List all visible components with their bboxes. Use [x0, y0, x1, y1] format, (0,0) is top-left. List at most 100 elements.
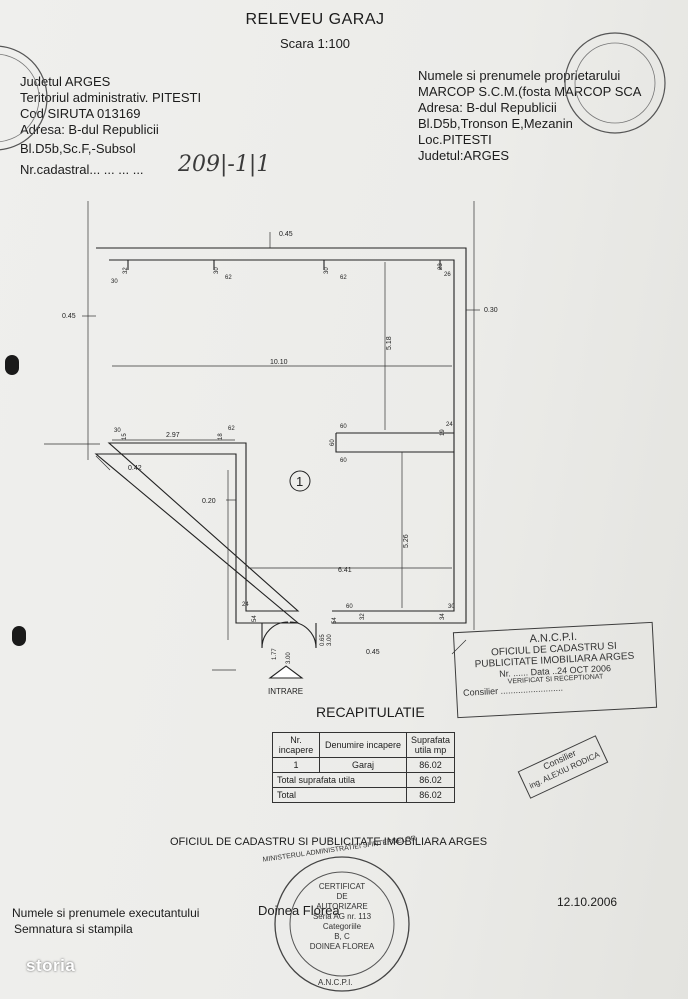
dim-width-upper: 10.10 — [270, 359, 288, 366]
dimension-lines — [44, 201, 480, 671]
dim-inner-wall: 0.20 — [202, 498, 216, 505]
dim-label: 30 — [448, 604, 455, 610]
document-title: RELEVEU GARAJ — [245, 11, 385, 28]
entrance-label: INTRARE — [268, 687, 303, 696]
binder-hole — [12, 626, 26, 646]
entrance-door — [261, 621, 317, 649]
dim-label: 54 — [252, 615, 258, 622]
dim-label: 19 — [440, 429, 446, 436]
dim-label: 26 — [444, 272, 451, 278]
dim-label: 60 — [340, 458, 347, 464]
dim-label: 30 — [324, 267, 330, 274]
dim-label: 18 — [218, 433, 224, 440]
dim-label: 62 — [225, 275, 232, 281]
stamp-line: Seria AG nr. 113 — [312, 912, 372, 921]
dim-lower-left: 2.97 — [166, 432, 180, 439]
total-label: Total — [272, 787, 407, 803]
dim-left-wall: 0.45 — [62, 313, 76, 320]
dim-height-upper: 5.18 — [386, 336, 393, 350]
col-nr: Nr. incapere — [272, 732, 320, 758]
stamp-line: DE — [336, 892, 348, 901]
dim-door-c: 0.65 — [320, 634, 326, 646]
dim-label: 34 — [440, 613, 446, 620]
office-label: OFICIUL DE CADASTRU SI PUBLICITATE IMOBI… — [170, 836, 488, 848]
address-line: Adresa: B-dul Republicii — [20, 122, 159, 137]
block-line: Bl.D5b,Sc.F,-Subsol — [20, 141, 136, 156]
total-util-value: 86.02 — [405, 772, 456, 788]
owner-county: Judetul:ARGES — [418, 148, 510, 163]
dim-right-wall: 0.30 — [484, 307, 498, 314]
dim-door-b: 3.00 — [286, 652, 292, 664]
ancpi-stamp: A.N.C.P.I. OFICIUL DE CADASTRU SI PUBLIC… — [452, 621, 658, 719]
left-info-block: Judetul ARGES Teritoriul administrativ. … — [20, 74, 201, 178]
dim-width-lower: 6.41 — [338, 567, 352, 574]
executant-name: Doinea Florea — [258, 903, 340, 918]
recap-title: RECAPITULATIE — [316, 704, 425, 720]
dim-bottom-wall: 0.45 — [366, 649, 380, 656]
storia-watermark: storia — [26, 956, 76, 975]
binder-hole — [5, 355, 19, 375]
siruta-line: Cod SIRUTA 013169 — [20, 106, 141, 121]
dim-door-d: 3.00 — [327, 634, 333, 646]
room-number-circle — [289, 470, 311, 492]
row-area: 86.02 — [405, 757, 456, 773]
dim-label: 62 — [340, 275, 347, 281]
dim-label: 60 — [346, 604, 353, 610]
recap-header-row: Nr. incapere Denumire incapere Suprafata… — [272, 732, 456, 758]
date-label: 12.10.2006 — [557, 895, 618, 909]
scale-label: Scara 1:100 — [279, 36, 351, 51]
stamp-line: B, C — [334, 932, 350, 941]
certificate-stamp-inner — [289, 871, 395, 977]
owner-block: Bl.D5b,Tronson E,Mezanin — [418, 116, 573, 131]
cadastral-number-handwritten: 209|-1|1 — [178, 152, 271, 177]
partial-stamp-left — [0, 45, 48, 151]
dim-door-a: 1.77 — [272, 648, 278, 660]
certificate-stamp-bottom: A.N.C.P.I. — [318, 978, 353, 987]
owner-address: Adresa: B-dul Republicii — [418, 100, 557, 115]
col-name: Denumire incapere — [319, 732, 407, 758]
dim-label: 24 — [242, 602, 249, 608]
table-row: 1 Garaj 86.02 — [272, 757, 456, 773]
dim-label: 60 — [340, 424, 347, 430]
owner-stamp-inner — [574, 42, 656, 124]
row-nr: 1 — [272, 757, 320, 773]
territory-line: Teritoriul administrativ. PITESTI — [20, 90, 202, 105]
col-area: Suprafata utila mp — [405, 732, 456, 758]
wall-notches — [127, 260, 441, 270]
table-row: Total 86.02 — [272, 787, 456, 803]
owner-stamp — [564, 32, 666, 134]
dim-top-wall: 0.45 — [279, 231, 293, 238]
stamp-line: AUTORIZARE — [316, 902, 368, 911]
dim-label: 30 — [214, 267, 220, 274]
partition-wall — [335, 432, 454, 453]
dim-label: 30 — [114, 428, 121, 434]
plan-walls — [94, 247, 467, 679]
dim-label: 62 — [228, 426, 235, 432]
stamp-line: CERTIFICAT — [318, 882, 366, 891]
right-info-block: Numele si prenumele proprietarului MARCO… — [418, 68, 641, 164]
total-util-label: Total suprafata utila — [272, 772, 407, 788]
inner-wall — [107, 259, 455, 612]
dimension-labels: 0.45 0.45 0.30 10.10 5.18 2.97 0.42 0.20… — [62, 231, 498, 664]
dim-label: 32 — [360, 613, 366, 620]
signature-label: Semnatura si stampila — [14, 922, 133, 936]
certificate-stamp-outer — [274, 856, 410, 992]
dim-label: 23 — [438, 263, 444, 270]
stamp-line: Categoriile — [322, 922, 362, 931]
table-row: Total suprafata utila 86.02 — [272, 772, 456, 788]
dim-label: 30 — [111, 279, 118, 285]
cadastral-line: Nr.cadastral... ... ... ... — [20, 162, 144, 177]
executant-label: Numele si prenumele executantului — [12, 906, 200, 920]
owner-locality: Loc.PITESTI — [418, 132, 492, 147]
stamp-line: DOINEA FLOREA — [309, 942, 375, 951]
dim-label: 54 — [332, 617, 338, 624]
partial-stamp-left-inner — [0, 53, 40, 143]
dim-label: 15 — [122, 433, 128, 440]
total-value: 86.02 — [405, 787, 456, 803]
certificate-stamp-text: CERTIFICAT DE AUTORIZARE Seria AG nr. 11… — [295, 882, 389, 952]
dim-step-wall: 0.42 — [128, 465, 142, 472]
dim-label: 24 — [446, 422, 453, 428]
